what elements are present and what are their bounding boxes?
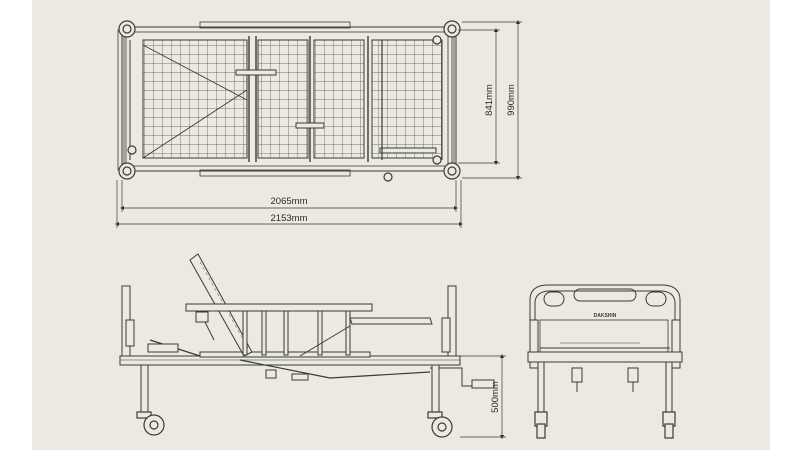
mesh-section-seat: [313, 39, 365, 159]
width-dimensions: [458, 19, 522, 181]
castor-icons-front: [534, 411, 676, 439]
crank-handle: [471, 379, 495, 389]
top-view: [117, 20, 461, 182]
mesh-section-back: [257, 39, 309, 159]
side-view: [119, 253, 495, 438]
mesh-section-foot: [371, 39, 443, 159]
mesh-section-head: [142, 39, 248, 159]
leg-head: [140, 364, 149, 414]
side-rail: [185, 303, 373, 312]
leg-foot: [431, 364, 440, 414]
dim-overall-length: 2153mm: [271, 213, 308, 224]
front-view: [527, 284, 683, 439]
castor-icons-side: [136, 411, 453, 438]
headboard-brand-label: DAKSHIN: [594, 313, 617, 319]
castor-icons: [118, 20, 461, 182]
dim-inner-length: 2065mm: [271, 196, 308, 207]
length-dimensions: [114, 180, 464, 228]
dim-height: 500mm: [490, 381, 501, 413]
headboard: [529, 284, 681, 366]
bed-frame-outline: [121, 26, 457, 172]
headboard-handle: [573, 288, 637, 302]
height-dimension: [460, 353, 506, 440]
dim-inner-width: 841mm: [484, 84, 495, 116]
dim-overall-width: 990mm: [506, 84, 517, 116]
